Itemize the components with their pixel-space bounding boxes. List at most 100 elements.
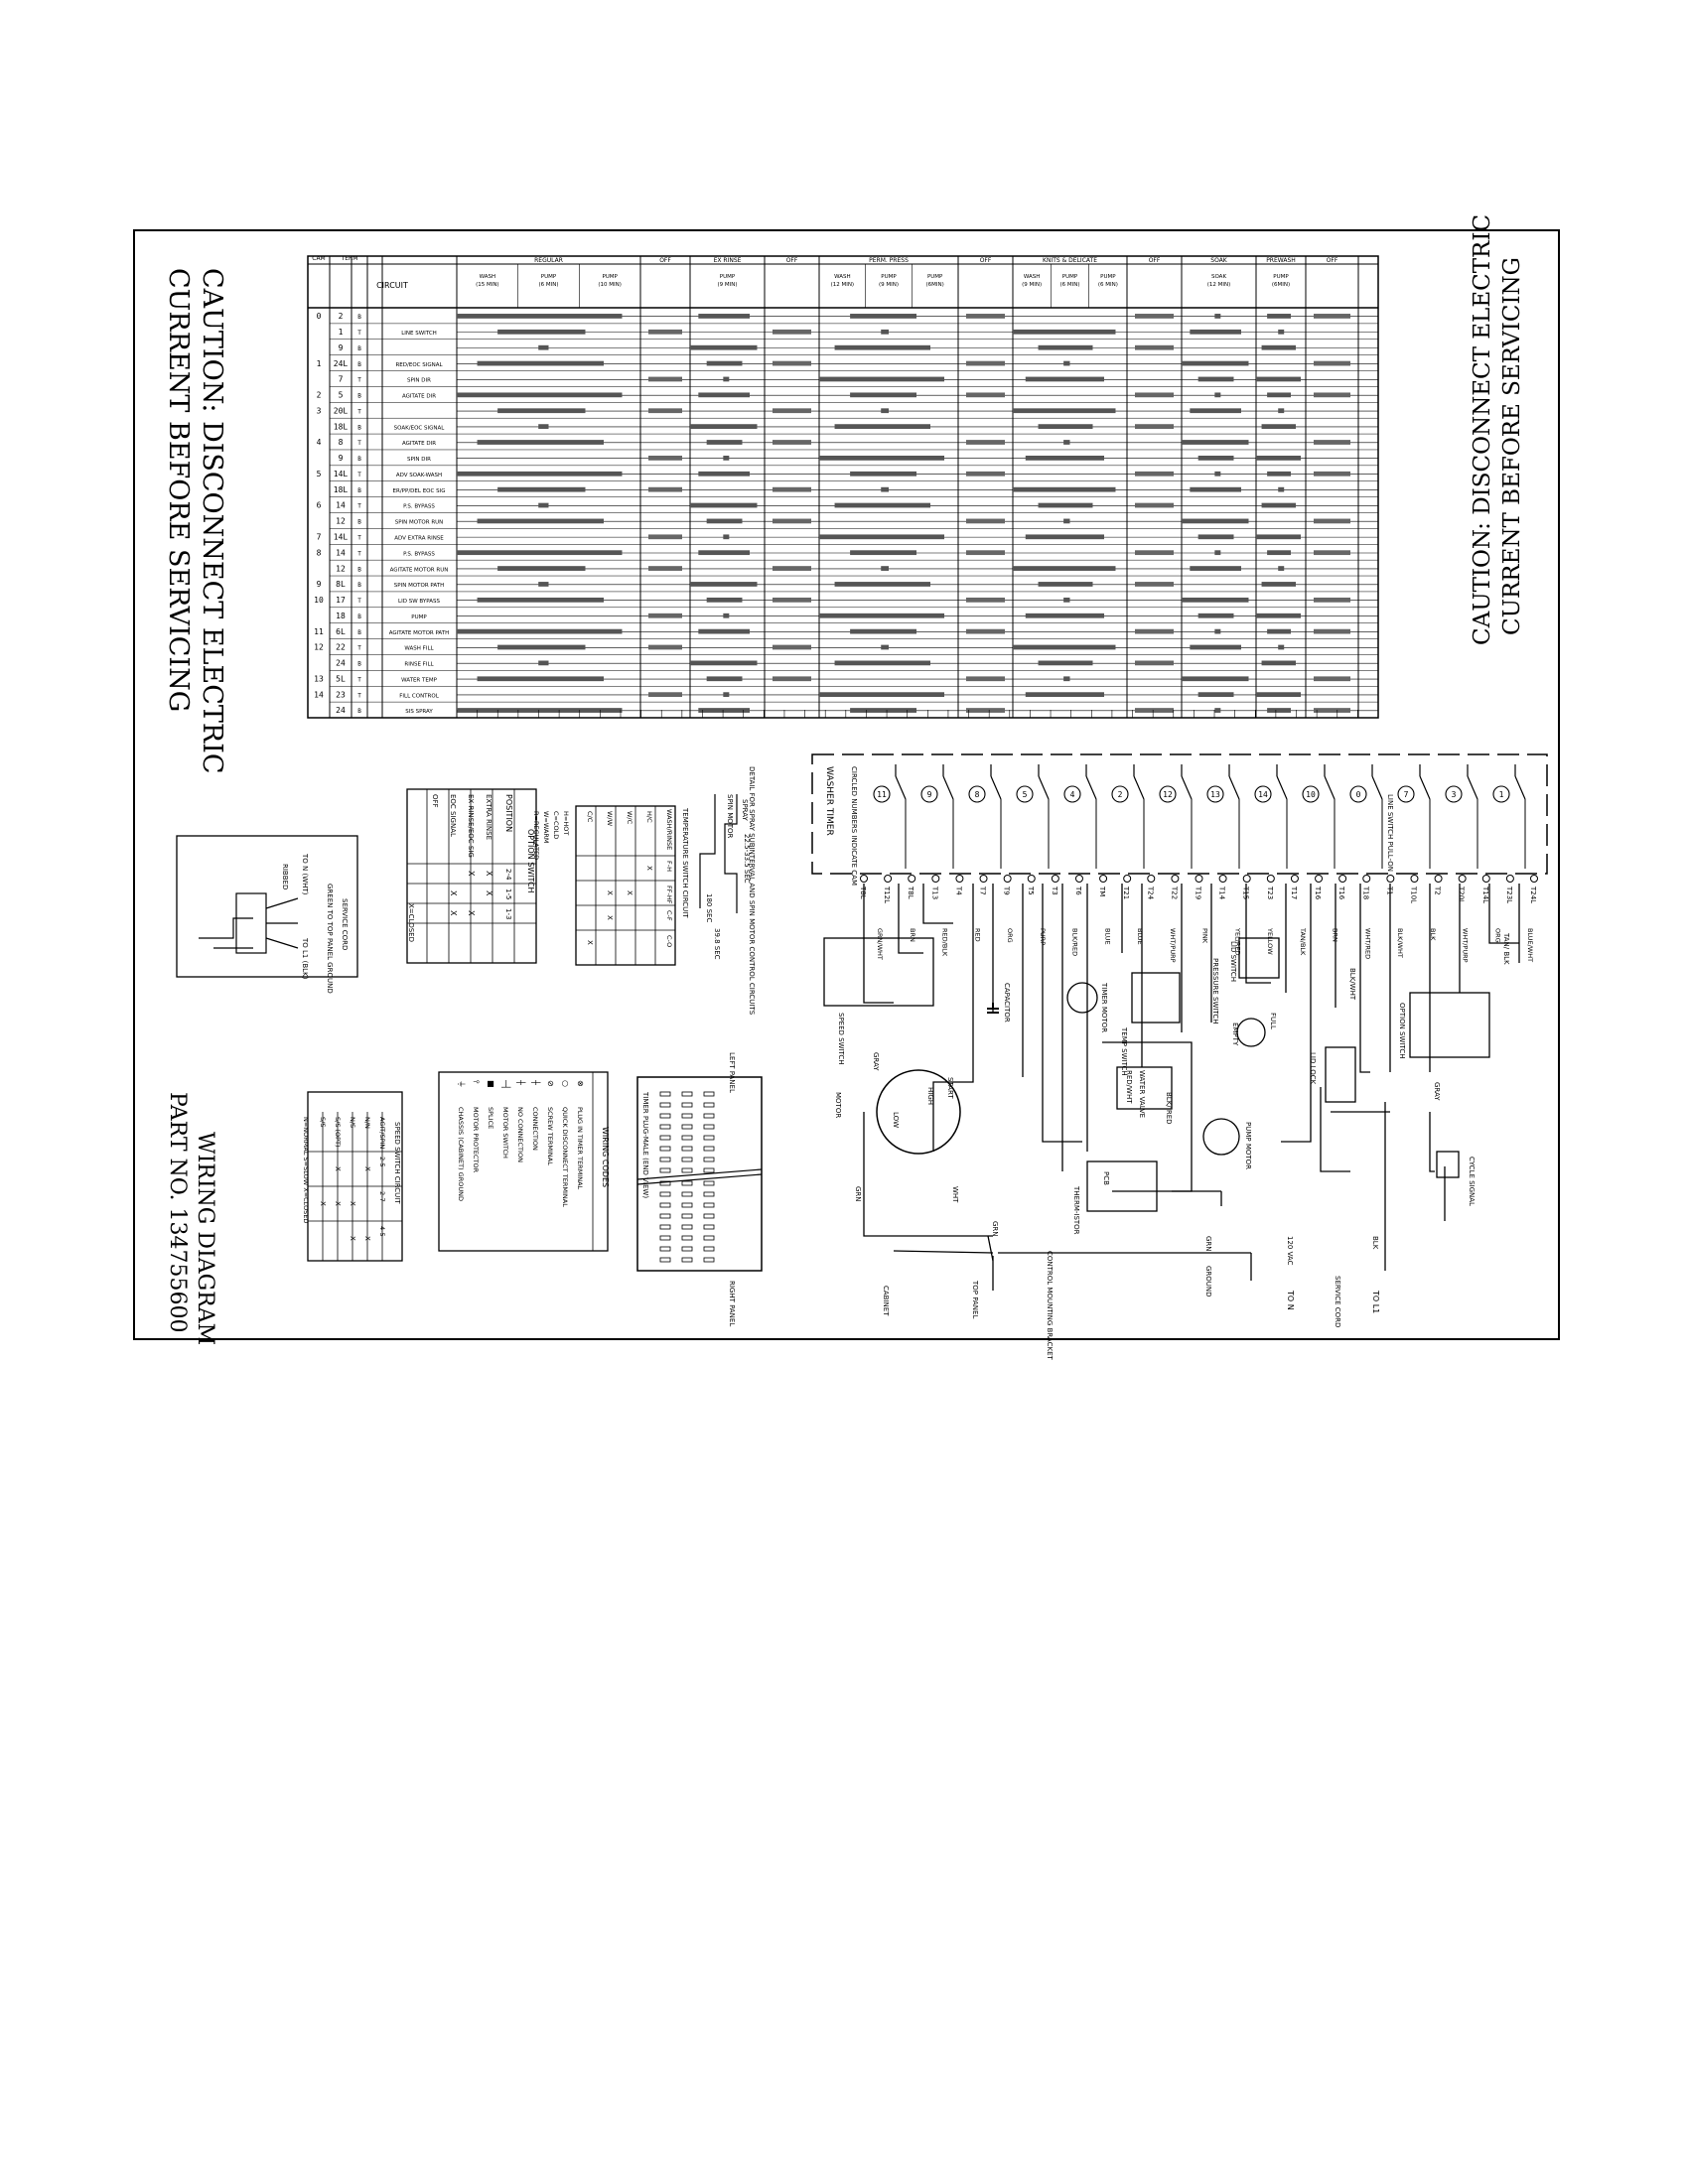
cam-bar: [1182, 597, 1249, 603]
cam-bar: [1190, 644, 1241, 650]
chart-row-code: B: [357, 456, 361, 463]
cam-bar: [1025, 455, 1104, 461]
cam-bar: [477, 440, 604, 445]
chart-cycle-col-time: (10 MIN): [598, 282, 622, 288]
plug-pin: [703, 1146, 715, 1152]
chart-row-code: T: [357, 676, 361, 683]
cam-bar: [1314, 628, 1350, 634]
plug-pin: [703, 1167, 715, 1173]
motor-symbol: [876, 1069, 961, 1155]
cam-bar: [1267, 708, 1291, 713]
speed-switch-title: SPEED SWITCH CIRCUIT: [393, 1122, 401, 1204]
power-leads: BLK 120 VAC TO L1 TO N SERVICE CORD GRN …: [854, 932, 1510, 1360]
temp-switch-note: R=REGULATED: [532, 811, 540, 860]
timer-terminal-label: T2: [1434, 886, 1442, 895]
chart-header-term: TERM: [341, 255, 358, 262]
svg-text:12: 12: [1163, 790, 1173, 799]
spray-detail: DETAIL FOR SPRAY SUBINTERVAL AND SPIN MO…: [699, 766, 756, 1016]
chart-row-code: B: [357, 582, 361, 589]
pump-motor-symbol: [1202, 1118, 1240, 1156]
chart-row-circuit: ADV SOAK-WASH: [396, 473, 442, 478]
cam-bar: [706, 440, 743, 445]
option-switch-row-label: EXTRA RINSE: [485, 794, 492, 840]
cam-bar: [497, 566, 586, 571]
chart-row-term: 2: [339, 312, 344, 321]
timer-terminal: T21: [1122, 875, 1132, 899]
chart-row-term: 1: [339, 328, 344, 337]
speed-switch-table: SPEED SWITCH CIRCUITAGIT/SPIN2-52-74-5N/…: [302, 1091, 403, 1262]
chart-row-term: 24L: [334, 359, 349, 368]
cam-bar: [538, 660, 549, 666]
wiring-codes-legend: WIRING CODES⊗PLUG IN TIMER TERMINAL○QUIC…: [438, 1071, 610, 1252]
cam-bar: [773, 440, 811, 445]
cam-bar: [648, 376, 682, 382]
speed-switch-row-label: S/S (OPT): [334, 1117, 342, 1148]
svg-text:11: 11: [877, 790, 887, 799]
svg-text:7: 7: [1404, 790, 1409, 799]
cam-bar: [1038, 582, 1093, 587]
washer-timer-schematic: WASHER TIMER CIRCLED NUMBERS INDICATE CA…: [811, 753, 1548, 1360]
cam-bar: [457, 550, 623, 556]
timer-terminal: T14L: [1481, 875, 1490, 903]
chart-row-term: 9: [339, 343, 344, 352]
cam-bar: [1013, 486, 1116, 492]
chart-row-circuit: LINE SWITCH: [401, 331, 437, 337]
cam-bar: [834, 660, 930, 666]
wiring-codes-title: WIRING CODES: [601, 1127, 610, 1187]
svg-text:5: 5: [1023, 790, 1028, 799]
chart-row-code: T: [357, 645, 361, 652]
diagram-title: WIRING DIAGRAM: [193, 1132, 217, 1345]
cam-bar: [966, 550, 1005, 556]
chart-cycle-name: EX RINSE: [714, 257, 742, 264]
temp-switch-title: TEMPERATURE SWITCH CIRCUIT: [681, 807, 689, 918]
plug-pin: [681, 1102, 693, 1108]
cam-bar: [1197, 692, 1234, 698]
chart-row-circuit: SIS SPRAY: [405, 709, 433, 715]
chart-row-code: T: [357, 408, 361, 415]
cam-bar: [1267, 471, 1291, 477]
timer-terminal: T13: [930, 875, 940, 899]
wire-color-label: BLK: [1429, 928, 1437, 941]
speed-switch-notes: N=NORMAL S=SLOW X=CLOSED: [302, 1117, 310, 1223]
cam-bar: [850, 392, 916, 398]
cam-bar: [881, 644, 889, 650]
speed-switch-col-head: 2-7: [378, 1191, 386, 1202]
chart-row-circuit: SPIN DIR: [407, 457, 431, 463]
plug-pin: [703, 1102, 715, 1108]
chart-cycle-name: PREWASH: [1266, 257, 1296, 264]
option-switch-cell: X: [449, 910, 458, 916]
chart-row-code: B: [357, 424, 361, 431]
option-switch-col-header: 1-3: [504, 908, 512, 919]
svg-text:TO N: TO N: [1286, 1290, 1295, 1310]
pressure-full-label: FULL: [1269, 1013, 1277, 1029]
cam-bar: [1038, 344, 1093, 350]
cam-bar: [773, 486, 811, 492]
plug-pin: [659, 1257, 671, 1263]
svg-text:8: 8: [975, 790, 980, 799]
cam-bar: [773, 329, 811, 335]
chart-row-code: T: [357, 330, 361, 337]
chart-row-code: B: [357, 629, 361, 636]
temp-switch-col-head: C-O: [665, 935, 673, 947]
svg-text:SERVICE CORD: SERVICE CORD: [1334, 1276, 1341, 1327]
speed-switch-cell: X: [334, 1166, 342, 1171]
wiring-code-item: CONNECTION: [531, 1107, 539, 1151]
cam-bar: [1278, 644, 1285, 650]
cam-bar: [648, 408, 682, 414]
plug-pin: [681, 1191, 693, 1197]
speed-switch-cell: X: [349, 1236, 356, 1241]
svg-text:10: 10: [1306, 790, 1316, 799]
cam-bar: [1025, 613, 1104, 618]
svg-text:39.8 SEC: 39.8 SEC: [713, 928, 721, 960]
chart-row-cam: 12: [314, 643, 324, 652]
cam-bar: [1197, 376, 1234, 382]
chart-row: 1 T LINE SWITCH: [339, 328, 437, 337]
chart-row-term: 14L: [334, 533, 349, 542]
